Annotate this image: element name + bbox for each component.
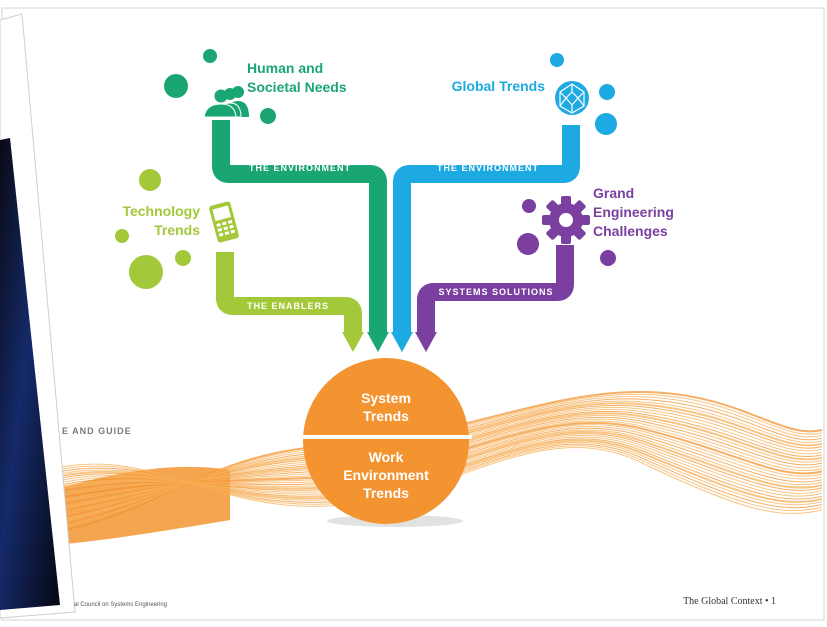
- gear-icon: [542, 196, 590, 244]
- label-grand-line2: Engineering: [593, 204, 674, 220]
- label-human-societal: Human and Societal Needs: [247, 60, 347, 95]
- branch-grand: [415, 245, 574, 352]
- center-system-line1: System: [361, 390, 411, 406]
- center-divider: [300, 435, 472, 439]
- branch-global: [391, 125, 580, 352]
- band-label-environment-right: THE ENVIRONMENT: [437, 163, 539, 173]
- left-slide-panel: [0, 13, 76, 619]
- green-dots: [164, 49, 276, 124]
- label-technology-trends: Technology Trends: [122, 203, 200, 238]
- band-label-enablers: THE ENABLERS: [247, 301, 329, 311]
- globe-icon: [555, 81, 589, 115]
- center-work-line2: Environment: [343, 467, 429, 483]
- purple-dots: [517, 199, 616, 266]
- label-human-line2: Societal Needs: [247, 79, 347, 95]
- blue-dots: [550, 53, 617, 135]
- band-label-environment-left: THE ENVIRONMENT: [249, 163, 351, 173]
- center-system-line2: Trends: [363, 408, 409, 424]
- lime-dots: [115, 169, 191, 289]
- label-technology-line2: Trends: [154, 222, 200, 238]
- center-circle: System Trends Work Environment Trends: [300, 358, 472, 527]
- label-human-line1: Human and: [247, 60, 323, 76]
- label-global-trends: Global Trends: [452, 78, 546, 94]
- label-technology-line1: Technology: [122, 203, 200, 219]
- side-text: E AND GUIDE: [62, 426, 132, 436]
- mobile-phone-icon: [209, 201, 239, 243]
- branch-technology: [216, 252, 364, 352]
- center-work-line1: Work: [369, 449, 404, 465]
- footer-left-text: al Council on Systems Engineering: [74, 602, 167, 608]
- label-grand-line1: Grand: [593, 185, 634, 201]
- branch-human: [212, 120, 389, 352]
- label-grand-line3: Challenges: [593, 223, 668, 239]
- label-grand-engineering: Grand Engineering Challenges: [593, 185, 674, 239]
- wave-band: [55, 466, 230, 545]
- people-icon: [203, 86, 249, 118]
- band-label-systems-solutions: SYSTEMS SOLUTIONS: [438, 287, 553, 297]
- footer-right-text: The Global Context • 1: [683, 596, 776, 607]
- center-work-line3: Trends: [363, 485, 409, 501]
